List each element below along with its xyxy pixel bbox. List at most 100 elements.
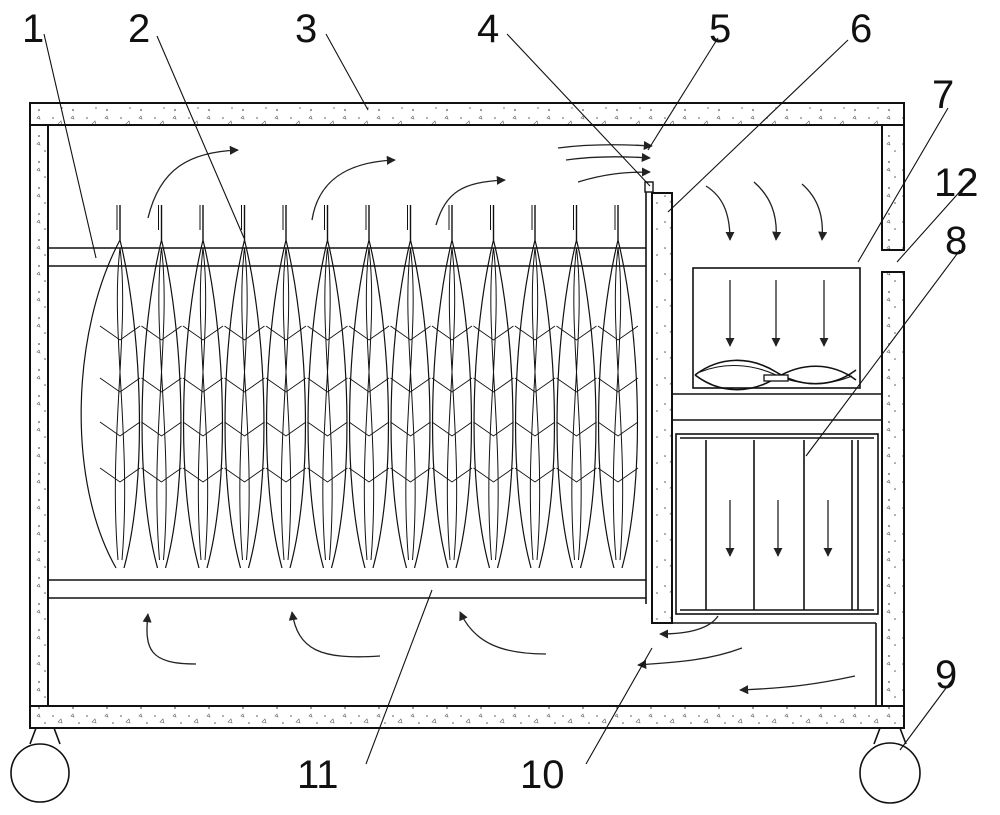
callout-10: 10 bbox=[520, 753, 565, 797]
hanging-item-stroke bbox=[556, 377, 597, 393]
hanging-item-stroke bbox=[141, 467, 182, 483]
hanging-item-stroke bbox=[326, 239, 348, 569]
hanging-item-stroke bbox=[265, 239, 287, 569]
hanging-item-stroke bbox=[348, 421, 390, 437]
hanging-item-stroke bbox=[282, 247, 292, 561]
hanging-item-stroke bbox=[617, 239, 639, 569]
hanging-item-stroke bbox=[241, 247, 250, 561]
hanging-item-stroke bbox=[597, 325, 639, 341]
callout-7: 7 bbox=[932, 73, 954, 117]
hanging-item-stroke bbox=[597, 377, 639, 393]
hanging-item-stroke bbox=[473, 377, 514, 393]
hanging-item-stroke bbox=[182, 325, 224, 341]
hanging-item-stroke bbox=[202, 239, 224, 569]
hanging-item-stroke bbox=[390, 325, 431, 341]
fan-housing bbox=[672, 267, 882, 421]
hanging-item-stroke bbox=[141, 377, 182, 393]
hanging-item-stroke bbox=[307, 239, 329, 569]
lower-air-plate bbox=[48, 579, 646, 599]
hanging-item-stroke bbox=[224, 377, 265, 393]
hanging-item-stroke bbox=[114, 247, 124, 561]
hanging-item-stroke bbox=[307, 377, 348, 393]
callout-5: 5 bbox=[709, 7, 731, 51]
heater-module bbox=[675, 433, 879, 615]
hanging-item-stroke bbox=[597, 421, 639, 437]
hanging-item-stroke bbox=[265, 325, 307, 341]
hanging-item-stroke bbox=[514, 377, 556, 393]
hanging-item-stroke bbox=[405, 247, 414, 561]
hanging-item-stroke bbox=[265, 377, 307, 393]
hanging-item-stroke bbox=[158, 247, 167, 561]
hanging-item-stroke bbox=[224, 467, 265, 483]
hanging-item-stroke bbox=[446, 247, 456, 561]
upper-rack-bar bbox=[48, 247, 646, 267]
hanging-item-stroke bbox=[348, 239, 370, 569]
hanging-item-stroke bbox=[199, 247, 209, 561]
callout-3: 3 bbox=[295, 7, 317, 51]
hanging-item-stroke bbox=[324, 247, 333, 561]
hanging-item-stroke bbox=[556, 239, 578, 569]
hanging-item-stroke bbox=[448, 247, 458, 561]
hanging-item-stroke bbox=[409, 239, 431, 569]
hanging-items bbox=[80, 205, 639, 569]
hanging-item-stroke bbox=[182, 421, 224, 437]
hanging-item-stroke bbox=[473, 421, 514, 437]
hanging-item-stroke bbox=[182, 377, 224, 393]
hanging-item-stroke bbox=[116, 247, 126, 561]
hanging-item-stroke bbox=[492, 239, 514, 569]
hanging-item-stroke bbox=[612, 247, 622, 561]
hanging-item-stroke bbox=[141, 239, 163, 569]
hanging-item-stroke bbox=[571, 247, 580, 561]
airflow-arrows bbox=[142, 140, 856, 695]
hanging-item-stroke bbox=[407, 247, 416, 561]
hanging-item-stroke bbox=[473, 239, 495, 569]
callout-8: 8 bbox=[945, 219, 967, 263]
hanging-item-stroke bbox=[99, 377, 141, 393]
hanging-item-stroke bbox=[488, 247, 497, 561]
hanging-item-stroke bbox=[597, 239, 619, 569]
hanging-item-stroke bbox=[390, 239, 412, 569]
hanging-item-stroke bbox=[531, 247, 541, 561]
hanging-item-stroke bbox=[368, 239, 390, 569]
leader-lines bbox=[43, 33, 973, 765]
hanging-item-stroke bbox=[182, 239, 204, 569]
hanging-item-stroke bbox=[348, 377, 390, 393]
hanging-item-stroke bbox=[390, 421, 431, 437]
hanging-item-stroke bbox=[119, 239, 141, 569]
hanging-item-stroke bbox=[514, 325, 556, 341]
hanging-item-stroke bbox=[534, 239, 556, 569]
hanging-item-stroke bbox=[348, 467, 390, 483]
partition-wall bbox=[651, 192, 673, 624]
hanging-item-stroke bbox=[597, 467, 639, 483]
hanging-item-stroke bbox=[99, 467, 141, 483]
hanging-item-stroke bbox=[224, 239, 246, 569]
hanging-item-stroke bbox=[99, 325, 141, 341]
callout-2: 2 bbox=[128, 7, 150, 51]
hanging-item-stroke bbox=[224, 421, 265, 437]
hanging-item-stroke bbox=[614, 247, 624, 561]
hanging-item-stroke bbox=[556, 467, 597, 483]
callout-numbers: 1 2 3 4 5 6 7 12 8 9 11 10 bbox=[22, 7, 979, 797]
hanging-item-stroke bbox=[239, 247, 248, 561]
hanging-item-stroke bbox=[307, 421, 348, 437]
hanging-item-stroke bbox=[197, 247, 207, 561]
hanging-item-stroke bbox=[182, 467, 224, 483]
fan-impeller bbox=[694, 359, 857, 391]
callout-11: 11 bbox=[297, 753, 339, 797]
hanging-item-stroke bbox=[280, 247, 290, 561]
hanging-item-stroke bbox=[390, 377, 431, 393]
hanging-item-stroke bbox=[348, 325, 390, 341]
hanging-item-stroke bbox=[431, 325, 473, 341]
hanging-item-stroke bbox=[390, 467, 431, 483]
hanging-item-stroke bbox=[573, 247, 582, 561]
hanging-item-stroke bbox=[285, 239, 307, 569]
hanging-item-stroke bbox=[99, 421, 141, 437]
hanging-item-stroke bbox=[243, 239, 265, 569]
hanging-item-stroke bbox=[514, 467, 556, 483]
hanging-item-stroke bbox=[556, 421, 597, 437]
callout-6: 6 bbox=[850, 7, 872, 51]
callout-4: 4 bbox=[477, 7, 499, 51]
callout-1: 1 bbox=[22, 7, 44, 51]
hanging-item-stroke bbox=[265, 421, 307, 437]
